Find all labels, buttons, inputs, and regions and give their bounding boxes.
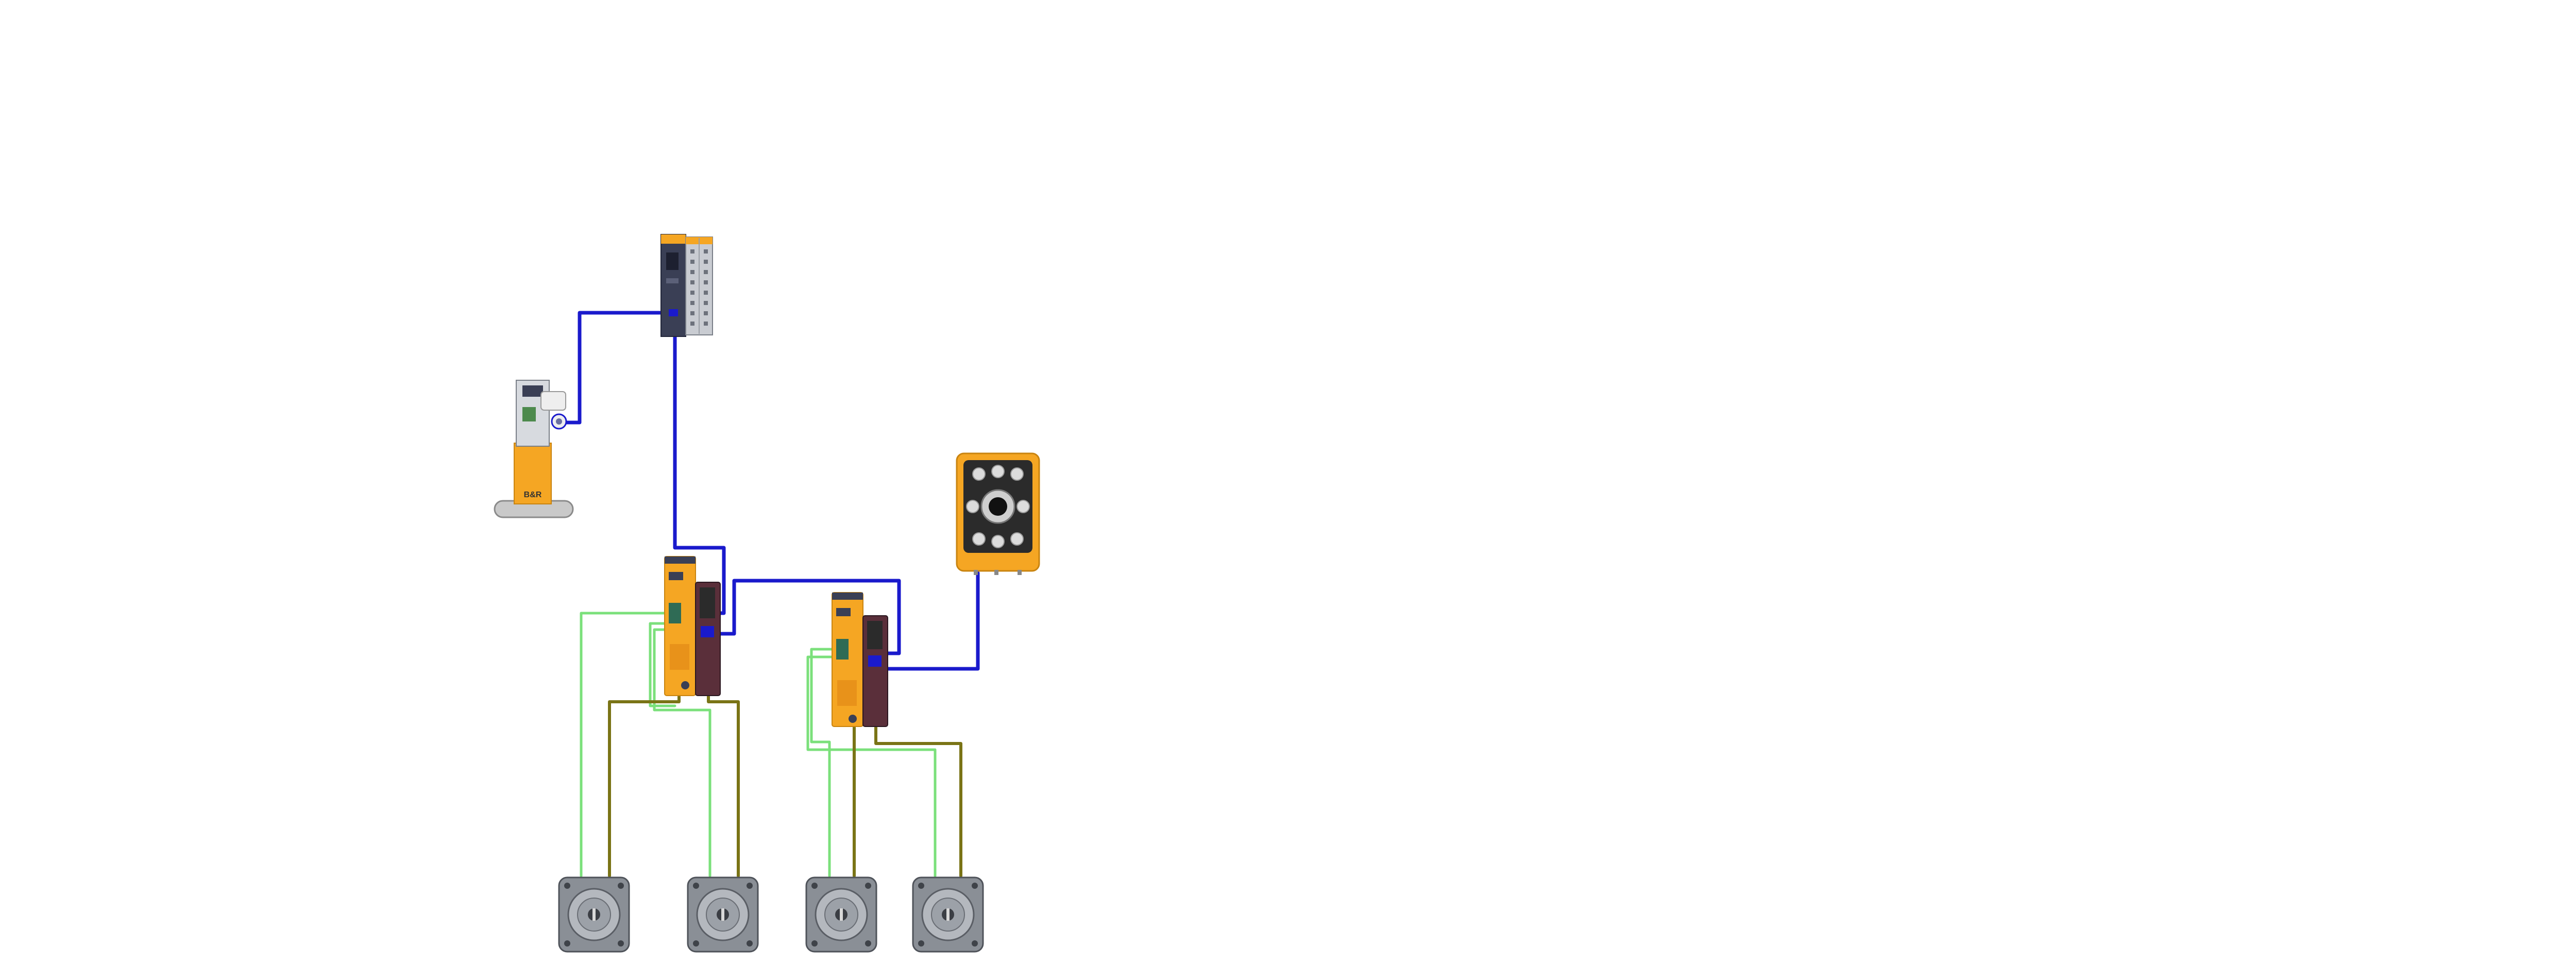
encoder-cable-drive-a-loop[interactable] bbox=[649, 622, 676, 707]
smart-camera-icon[interactable] bbox=[956, 452, 1040, 575]
ethernet-cable-hmi-plc[interactable] bbox=[557, 311, 677, 425]
plc-controller-icon[interactable] bbox=[660, 234, 713, 337]
hmi-panel-icon[interactable]: B&R bbox=[494, 380, 574, 518]
servo-motor-icon[interactable] bbox=[558, 876, 630, 953]
encoder-cable-drive-a-motor-1[interactable] bbox=[580, 612, 671, 877]
ethernet-cable-drive-a-drive-b[interactable] bbox=[704, 579, 901, 655]
hmi-brand-label: B&R bbox=[524, 491, 542, 499]
cables bbox=[557, 311, 980, 877]
servo-motor-icon[interactable] bbox=[687, 876, 759, 953]
servo-drive-a-icon[interactable]: B&R bbox=[664, 556, 721, 696]
encoder-cable-drive-b-motor-4[interactable] bbox=[806, 655, 937, 877]
power-cable-drive-a-motor-1[interactable] bbox=[608, 695, 681, 877]
drive-b-brand-label: B&R bbox=[840, 598, 855, 606]
encoder-cable-drive-b-motor-3[interactable] bbox=[810, 648, 841, 877]
servo-motor-icon[interactable] bbox=[805, 876, 877, 953]
power-cable-drive-b-motor-4[interactable] bbox=[874, 726, 962, 877]
servo-drive-b-icon[interactable]: B&R bbox=[832, 592, 888, 727]
ethernet-cable-drive-b-camera[interactable] bbox=[874, 571, 980, 671]
drive-a-brand-label: B&R bbox=[673, 562, 688, 570]
servo-motor-icon[interactable] bbox=[912, 876, 984, 953]
servo-motors bbox=[558, 876, 984, 953]
power-cable-drive-a-motor-2[interactable] bbox=[707, 695, 740, 877]
encoder-cable-drive-a-motor-2[interactable] bbox=[653, 628, 711, 877]
